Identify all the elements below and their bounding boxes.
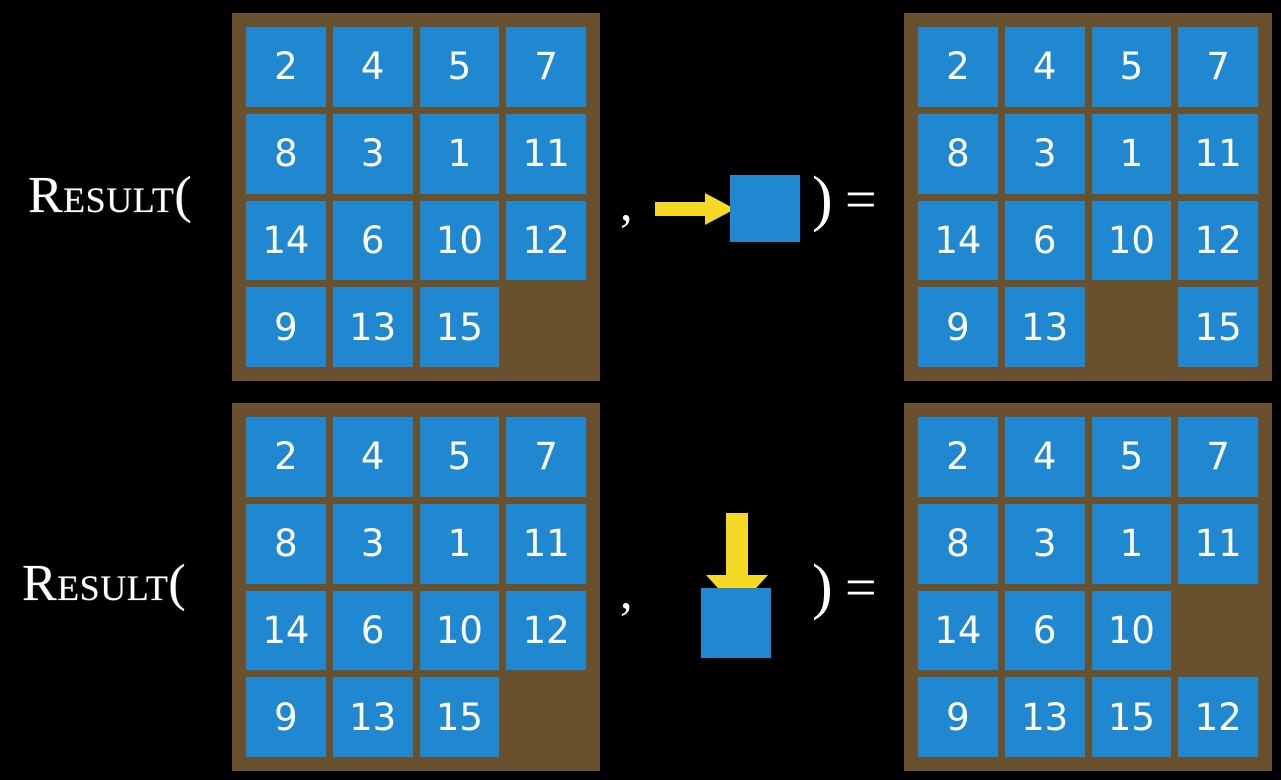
arrow-down-icon bbox=[706, 513, 768, 609]
puzzle-tile[interactable]: 9 bbox=[246, 287, 326, 367]
puzzle-tile[interactable]: 3 bbox=[1004, 113, 1085, 194]
puzzle-tile[interactable]: 1 bbox=[1091, 503, 1172, 584]
puzzle-tile[interactable]: 7 bbox=[506, 417, 586, 497]
puzzle-tile[interactable]: 14 bbox=[246, 590, 326, 671]
input-puzzle-board-row1: 2 4 5 7 8 3 1 11 14 6 10 12 9 13 15 bbox=[232, 13, 600, 381]
puzzle-tile[interactable]: 10 bbox=[1091, 590, 1172, 671]
puzzle-tile[interactable]: 3 bbox=[332, 503, 413, 584]
puzzle-tile[interactable]: 14 bbox=[246, 200, 326, 281]
equals-sign-row1: = bbox=[845, 169, 877, 231]
puzzle-empty-slot bbox=[1178, 591, 1258, 671]
puzzle-tile[interactable]: 13 bbox=[1004, 287, 1085, 367]
puzzle-tile[interactable]: 8 bbox=[246, 503, 326, 584]
puzzle-tile[interactable]: 12 bbox=[506, 200, 586, 281]
puzzle-tile[interactable]: 10 bbox=[419, 200, 500, 281]
puzzle-tile[interactable]: 6 bbox=[332, 200, 413, 281]
puzzle-tile[interactable]: 3 bbox=[332, 113, 413, 194]
operand-tile-row1[interactable] bbox=[730, 175, 800, 242]
arrow-right-icon bbox=[655, 193, 735, 225]
puzzle-tile[interactable]: 1 bbox=[1091, 113, 1172, 194]
puzzle-tile[interactable]: 9 bbox=[246, 677, 326, 757]
puzzle-empty-slot bbox=[1092, 287, 1172, 367]
puzzle-tile[interactable]: 8 bbox=[246, 113, 326, 194]
puzzle-tile[interactable]: 12 bbox=[506, 590, 586, 671]
puzzle-tile[interactable]: 3 bbox=[1004, 503, 1085, 584]
closing-paren-row2: ) bbox=[812, 553, 833, 621]
argument-separator-comma-row2: , bbox=[620, 563, 633, 619]
puzzle-tile[interactable]: 2 bbox=[246, 27, 326, 107]
puzzle-tile[interactable]: 4 bbox=[1004, 27, 1085, 107]
puzzle-tile[interactable]: 13 bbox=[332, 677, 413, 757]
puzzle-tile[interactable]: 8 bbox=[918, 503, 998, 584]
puzzle-tile[interactable]: 9 bbox=[918, 287, 998, 367]
puzzle-tile[interactable]: 11 bbox=[506, 113, 586, 194]
puzzle-tile[interactable]: 10 bbox=[419, 590, 500, 671]
puzzle-tile[interactable]: 13 bbox=[332, 287, 413, 367]
puzzle-tile[interactable]: 4 bbox=[1004, 417, 1085, 497]
puzzle-tile[interactable]: 12 bbox=[1178, 677, 1258, 757]
puzzle-tile[interactable]: 9 bbox=[918, 677, 998, 757]
puzzle-tile[interactable]: 10 bbox=[1091, 200, 1172, 281]
puzzle-tile[interactable]: 7 bbox=[1178, 417, 1258, 497]
puzzle-tile[interactable]: 15 bbox=[419, 287, 500, 367]
puzzle-empty-slot bbox=[506, 287, 586, 367]
puzzle-tile[interactable]: 4 bbox=[332, 417, 413, 497]
input-puzzle-board-row2: 2 4 5 7 8 3 1 11 14 6 10 12 9 13 15 bbox=[232, 403, 600, 771]
puzzle-tile[interactable]: 5 bbox=[419, 27, 500, 107]
output-puzzle-board-row1: 2 4 5 7 8 3 1 11 14 6 10 12 9 13 15 bbox=[904, 13, 1272, 381]
puzzle-tile[interactable]: 7 bbox=[506, 27, 586, 107]
operand-tile-row2[interactable] bbox=[701, 588, 771, 658]
puzzle-tile[interactable]: 11 bbox=[1178, 503, 1258, 584]
puzzle-tile[interactable]: 14 bbox=[918, 590, 998, 671]
puzzle-tile[interactable]: 8 bbox=[918, 113, 998, 194]
result-function-label-row2: Result( bbox=[22, 555, 187, 612]
puzzle-tile[interactable]: 11 bbox=[1178, 113, 1258, 194]
equals-sign-row2: = bbox=[845, 557, 877, 619]
puzzle-tile[interactable]: 13 bbox=[1004, 677, 1085, 757]
puzzle-tile[interactable]: 11 bbox=[506, 503, 586, 584]
puzzle-tile[interactable]: 7 bbox=[1178, 27, 1258, 107]
puzzle-tile[interactable]: 15 bbox=[1178, 287, 1258, 367]
puzzle-tile[interactable]: 2 bbox=[918, 27, 998, 107]
puzzle-tile[interactable]: 5 bbox=[419, 417, 500, 497]
argument-separator-comma-row1: , bbox=[620, 175, 633, 231]
result-function-label-row1: Result( bbox=[28, 167, 193, 224]
puzzle-tile[interactable]: 6 bbox=[1004, 200, 1085, 281]
puzzle-tile[interactable]: 2 bbox=[918, 417, 998, 497]
puzzle-tile[interactable]: 1 bbox=[419, 113, 500, 194]
closing-paren-row1: ) bbox=[812, 165, 833, 233]
puzzle-tile[interactable]: 2 bbox=[246, 417, 326, 497]
puzzle-tile[interactable]: 6 bbox=[1004, 590, 1085, 671]
puzzle-tile[interactable]: 6 bbox=[332, 590, 413, 671]
puzzle-tile[interactable]: 5 bbox=[1091, 417, 1172, 497]
puzzle-tile[interactable]: 5 bbox=[1091, 27, 1172, 107]
puzzle-tile[interactable]: 4 bbox=[332, 27, 413, 107]
puzzle-empty-slot bbox=[506, 677, 586, 757]
output-puzzle-board-row2: 2 4 5 7 8 3 1 11 14 6 10 9 13 15 12 bbox=[904, 403, 1272, 771]
puzzle-tile[interactable]: 14 bbox=[918, 200, 998, 281]
puzzle-tile[interactable]: 1 bbox=[419, 503, 500, 584]
puzzle-tile[interactable]: 12 bbox=[1178, 200, 1258, 281]
puzzle-tile[interactable]: 15 bbox=[419, 677, 500, 757]
puzzle-tile[interactable]: 15 bbox=[1091, 677, 1172, 757]
